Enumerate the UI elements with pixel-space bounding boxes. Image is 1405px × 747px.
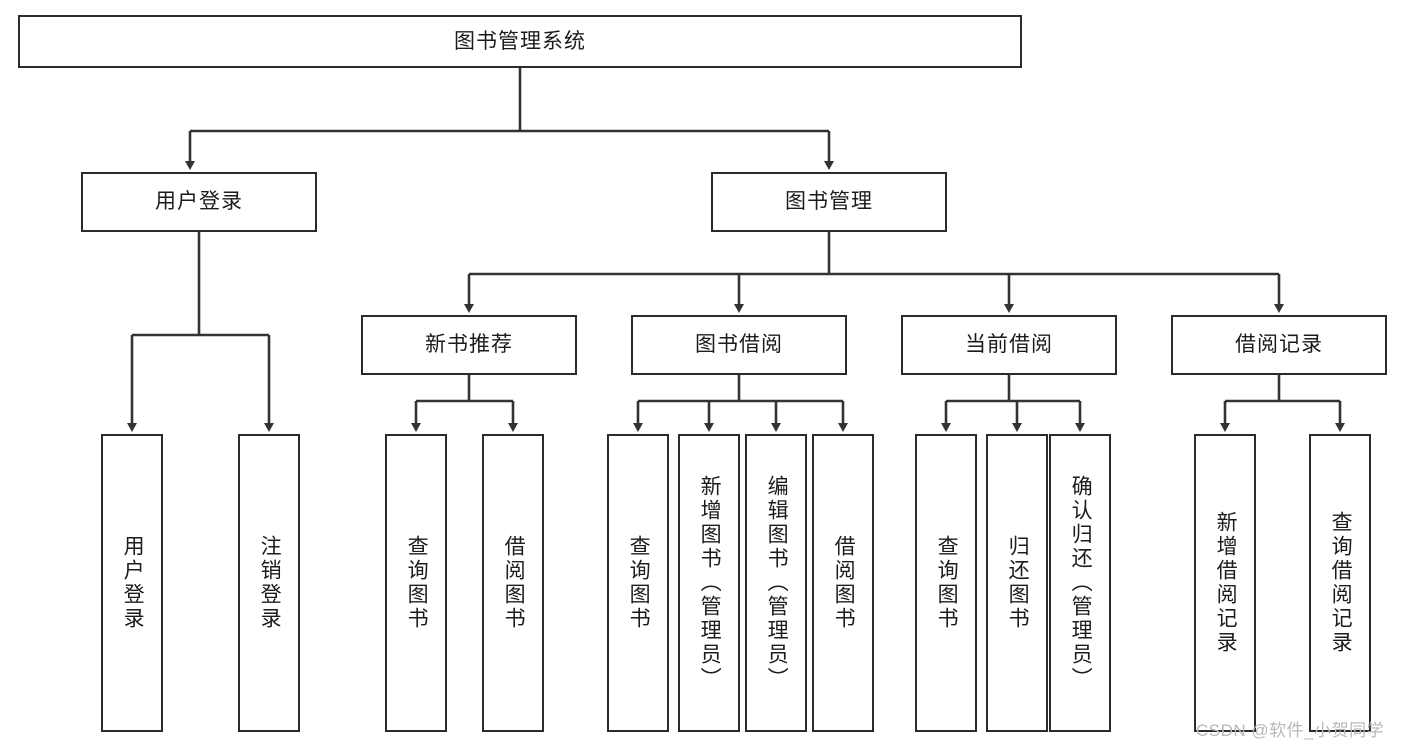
edge-group-borrow-record bbox=[1220, 375, 1345, 432]
edge-group-book-borrow bbox=[633, 375, 848, 432]
leaf-edit-book-admin[interactable]: 编辑图书（管理员） bbox=[745, 434, 807, 732]
leaf-return-book[interactable]: 归还图书 bbox=[986, 434, 1048, 732]
leaf-add-borrow-record[interactable]: 新增借阅记录 bbox=[1194, 434, 1256, 732]
edge-group-user-login bbox=[127, 232, 274, 432]
node-borrow-record[interactable]: 借阅记录 bbox=[1171, 315, 1387, 375]
node-current-borrow[interactable]: 当前借阅 bbox=[901, 315, 1117, 375]
leaf-query-book-borrow[interactable]: 查询图书 bbox=[607, 434, 669, 732]
node-book-borrow[interactable]: 图书借阅 bbox=[631, 315, 847, 375]
edge-group-current-borrow bbox=[941, 375, 1085, 432]
edge-group-new-book-recommend bbox=[411, 375, 518, 432]
node-root[interactable]: 图书管理系统 bbox=[18, 15, 1022, 68]
leaf-confirm-return-admin[interactable]: 确认归还（管理员） bbox=[1049, 434, 1111, 732]
leaf-query-book-current[interactable]: 查询图书 bbox=[915, 434, 977, 732]
node-user-login[interactable]: 用户登录 bbox=[81, 172, 317, 232]
leaf-query-borrow-record[interactable]: 查询借阅记录 bbox=[1309, 434, 1371, 732]
leaf-user-login[interactable]: 用户登录 bbox=[101, 434, 163, 732]
leaf-query-book-recommend[interactable]: 查询图书 bbox=[385, 434, 447, 732]
leaf-logout-login[interactable]: 注销登录 bbox=[238, 434, 300, 732]
node-book-management[interactable]: 图书管理 bbox=[711, 172, 947, 232]
csdn-watermark: CSDN @软件_小贺同学 bbox=[1196, 721, 1385, 740]
edge-group-root bbox=[185, 68, 834, 170]
node-new-book-recommend[interactable]: 新书推荐 bbox=[361, 315, 577, 375]
edge-group-book-management bbox=[464, 232, 1284, 313]
leaf-borrow-book-borrow[interactable]: 借阅图书 bbox=[812, 434, 874, 732]
leaf-add-book-admin[interactable]: 新增图书（管理员） bbox=[678, 434, 740, 732]
leaf-borrow-book-recommend[interactable]: 借阅图书 bbox=[482, 434, 544, 732]
